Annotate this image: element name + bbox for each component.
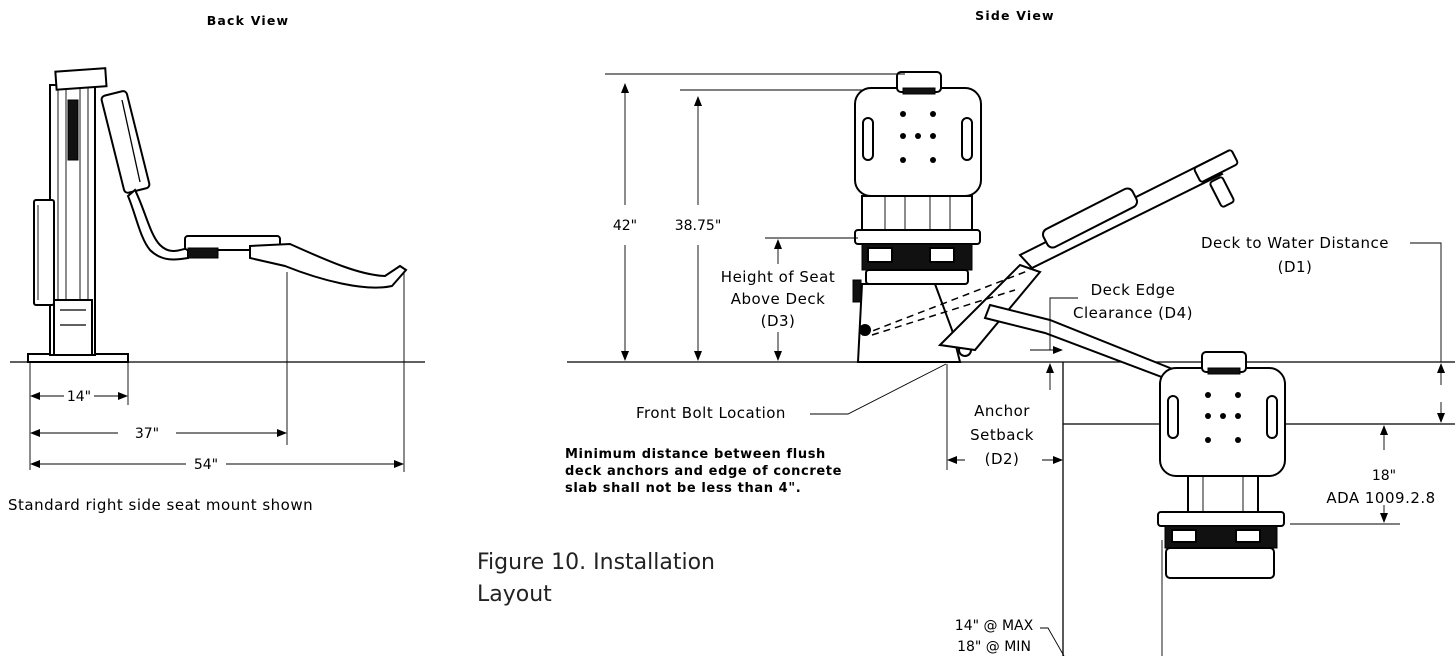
figure-caption-line-2: Layout: [477, 582, 552, 607]
dim-42-label: 42": [613, 218, 637, 234]
back-dim-37: 37": [135, 426, 159, 442]
min-reach-label: 18" @ MIN: [957, 639, 1031, 655]
backrest: [100, 90, 151, 194]
side-lift-lower: [1157, 351, 1286, 579]
back-dim-54: 54": [194, 457, 218, 473]
seat-arm: [126, 188, 189, 261]
mount-note: Standard right side seat mount shown: [8, 496, 313, 514]
min-distance-note-1: Minimum distance between flush: [565, 447, 826, 462]
seat-height-label-3: (D3): [761, 312, 796, 330]
front-bolt-label: Front Bolt Location: [636, 404, 786, 422]
deck-water-label-2: (D1): [1278, 258, 1313, 276]
anchor-label-2: Setback: [970, 426, 1034, 444]
side-view-title: Side View: [975, 8, 1055, 23]
anchor-label-1: Anchor: [974, 402, 1030, 420]
deck-edge-label-1: Deck Edge: [1091, 281, 1176, 299]
min-distance-note-2: deck anchors and edge of concrete: [565, 464, 842, 479]
deck-water-label-1: Deck to Water Distance: [1201, 234, 1389, 252]
side-boom-arm: [861, 149, 1239, 384]
side-lift-upper: [852, 71, 982, 363]
seat-height-label-1: Height of Seat: [721, 268, 835, 286]
anchor-label-3: (D2): [985, 450, 1020, 468]
leg-rest: [249, 242, 408, 289]
back-dim-14: 14": [67, 389, 91, 405]
arm-swing-path: [861, 269, 1031, 336]
max-reach-label: 14" @ MAX: [955, 618, 1034, 634]
min-distance-note-3: slab shall not be less than 4".: [565, 481, 801, 496]
figure-caption-line-1: Figure 10. Installation: [477, 550, 715, 575]
deck-edge-label-2: Clearance (D4): [1073, 304, 1193, 322]
back-view-title: Back View: [207, 13, 290, 28]
lift-mast: [49, 67, 108, 356]
ada-reference-label: ADA 1009.2.8: [1326, 489, 1435, 507]
battery-box: [33, 199, 55, 306]
back-view-drawing: [10, 67, 425, 363]
dim-38-75-label: 38.75": [675, 218, 722, 234]
dim-18-label: 18": [1372, 468, 1396, 484]
seat-height-label-2: Above Deck: [731, 290, 826, 308]
